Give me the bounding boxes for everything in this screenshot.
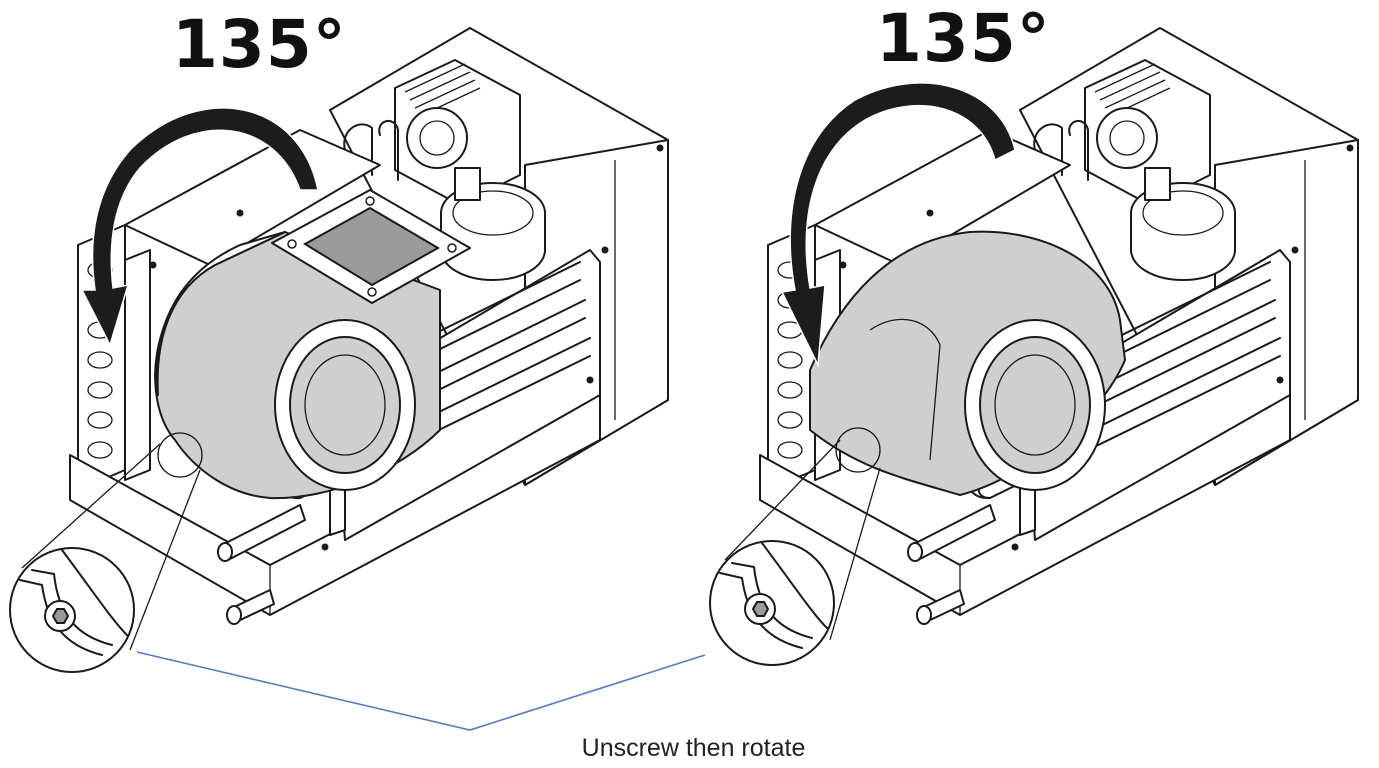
- angle-label-right: 135°: [876, 0, 1051, 77]
- angle-label-left: 135°: [172, 6, 347, 83]
- leader-lines: [136, 651, 706, 731]
- blower-housing-side-outlet: [809, 230, 1126, 496]
- unit-after-rotation: [709, 27, 1359, 666]
- blower-housing-top-outlet: [154, 189, 471, 500]
- zoom-detail-left: [9, 547, 135, 673]
- unit-before-rotation: [9, 27, 669, 673]
- rotation-arrow-left: [80, 107, 319, 348]
- rotation-arrow-right: [780, 82, 1016, 368]
- caption: Unscrew then rotate: [581, 734, 806, 762]
- zoom-detail-right: [709, 540, 835, 666]
